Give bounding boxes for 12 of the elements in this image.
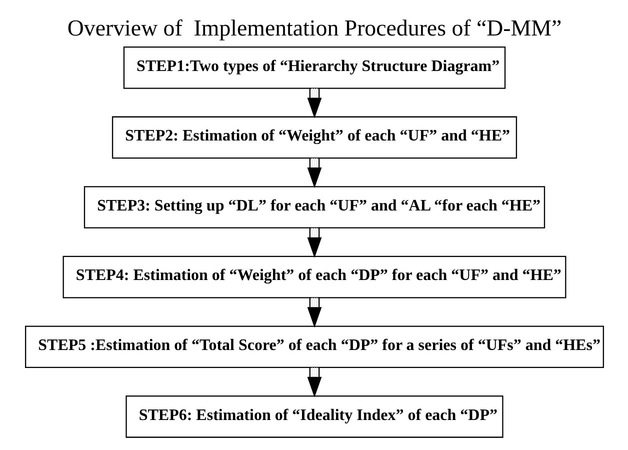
node-box: STEP6: Estimation of “Ideality Index” of each “DP” <box>125 396 503 438</box>
arrow <box>306 368 322 398</box>
arrow <box>306 228 322 258</box>
arrow <box>306 298 322 328</box>
arrow <box>306 158 322 188</box>
node-box: STEP4: Estimation of “Weight” of each “DP” for each “UF” and “HE” <box>62 256 566 298</box>
node-box: STEP1:Two types of “Hierarchy Structure Diagram” <box>122 46 506 89</box>
node-box: STEP3: Setting up “DL” for each “UF” and “AL “for each “HE” <box>83 186 545 228</box>
node-box: STEP5 :Estimation of “Total Score” of each “DP” for a series of “UFs” and “HEs” <box>24 326 604 368</box>
node-box: STEP2: Estimation of “Weight” of each “UF” and “HE” <box>111 116 517 159</box>
arrow <box>306 88 322 118</box>
diagram-title: Overview of Implementation Procedures of “D-MM” <box>66 16 562 41</box>
